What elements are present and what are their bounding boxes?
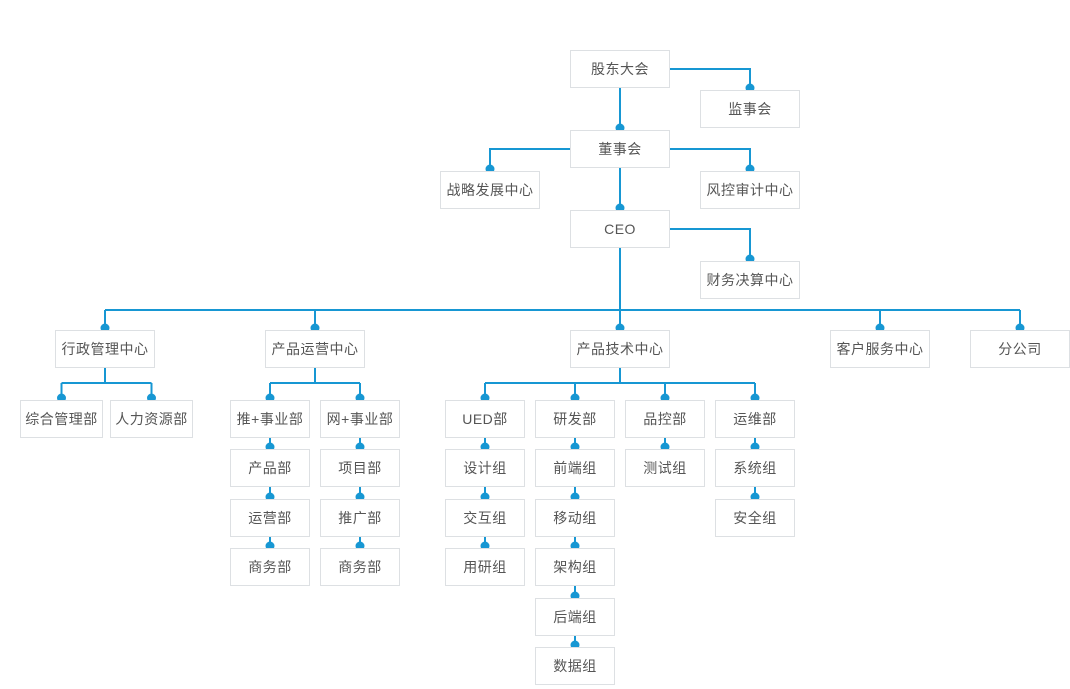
org-node-frontend: 前端组 [535,449,615,487]
org-node-ceo: CEO [570,210,670,248]
org-node-shareholders: 股东大会 [570,50,670,88]
org-node-tui: 推+事业部 [230,400,310,438]
org-node-strategy: 战略发展中心 [440,171,540,209]
org-node-biz2: 商务部 [320,548,400,586]
org-node-qc: 品控部 [625,400,705,438]
org-node-operation: 运营部 [230,499,310,537]
org-node-admin: 行政管理中心 [55,330,155,368]
org-node-general: 综合管理部 [20,400,103,438]
org-node-ops: 产品运营中心 [265,330,365,368]
org-node-board: 董事会 [570,130,670,168]
connector-line [670,228,751,259]
org-node-promotion: 推广部 [320,499,400,537]
org-node-service: 客户服务中心 [830,330,930,368]
connector-line [670,68,751,88]
org-node-om: 运维部 [715,400,795,438]
org-node-ued: UED部 [445,400,525,438]
org-node-interaction: 交互组 [445,499,525,537]
org-node-product: 产品部 [230,449,310,487]
org-node-mobile: 移动组 [535,499,615,537]
org-node-tech: 产品技术中心 [570,330,670,368]
org-node-design: 设计组 [445,449,525,487]
connector-line [489,148,570,169]
org-node-test: 测试组 [625,449,705,487]
org-node-finance: 财务决算中心 [700,261,800,299]
org-node-project: 项目部 [320,449,400,487]
org-node-rd: 研发部 [535,400,615,438]
org-node-system: 系统组 [715,449,795,487]
org-node-wang: 网+事业部 [320,400,400,438]
org-node-data: 数据组 [535,647,615,685]
org-node-biz1: 商务部 [230,548,310,586]
org-node-branch: 分公司 [970,330,1070,368]
org-node-supervisory: 监事会 [700,90,800,128]
org-node-hr: 人力资源部 [110,400,193,438]
org-node-arch: 架构组 [535,548,615,586]
org-node-research: 用研组 [445,548,525,586]
org-node-risk: 风控审计中心 [700,171,800,209]
org-node-security: 安全组 [715,499,795,537]
connector-line [670,148,751,169]
org-node-backend: 后端组 [535,598,615,636]
